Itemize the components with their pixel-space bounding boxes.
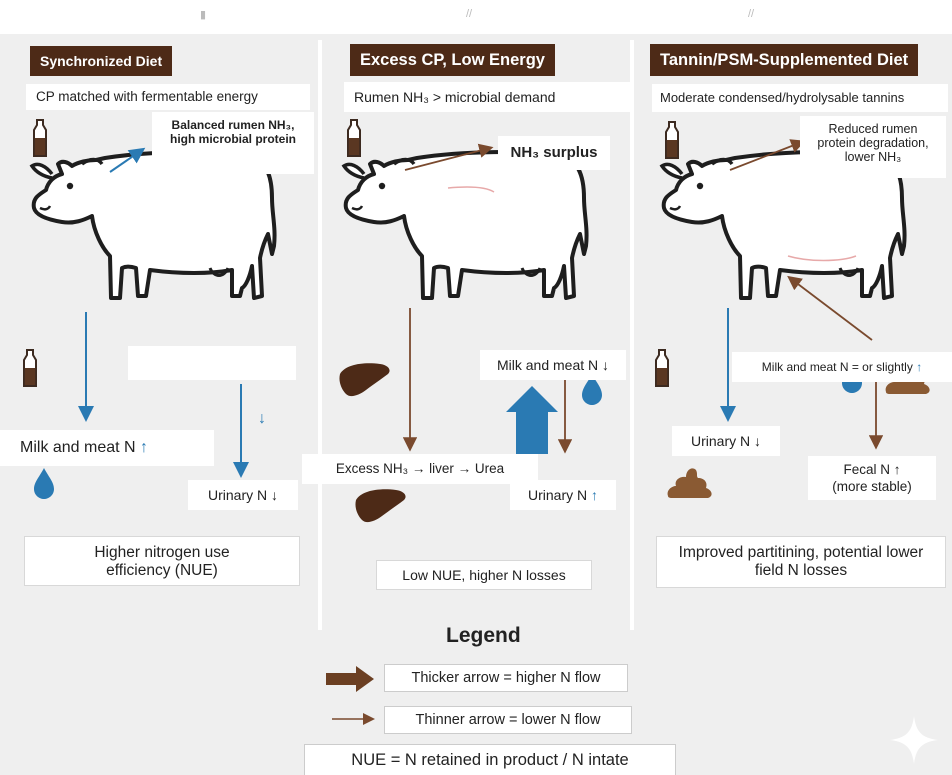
- urinary-label: Urinary N ↓: [188, 480, 298, 510]
- bottle-icon: [34, 120, 46, 156]
- liver-icon: [339, 363, 389, 396]
- glyph-mark: //: [466, 8, 476, 20]
- up-arrow-icon: ↑: [916, 360, 922, 374]
- cow-illustration: [344, 152, 587, 298]
- sparkle-icon: [890, 716, 938, 764]
- top-strip: ▮ // //: [0, 0, 952, 34]
- urinary-label: Urinary N ↑: [510, 480, 616, 510]
- down-arrow-icon: ↓: [258, 410, 266, 428]
- panel-title: Excess CP, Low Energy: [350, 44, 555, 76]
- legend-thick-label: Thicker arrow = higher N flow: [384, 664, 628, 692]
- bottle-icon: [348, 120, 360, 156]
- bottle-icon: [656, 350, 668, 386]
- blank-box: [128, 346, 296, 380]
- milk-meat-text: Milk and meat N = or slightly: [762, 360, 913, 374]
- liver-urea-label: Excess NH₃ → liver → Urea: [302, 454, 538, 484]
- legend-thin-label: Thinner arrow = lower N flow: [384, 706, 632, 734]
- bottle-icon: [24, 350, 36, 386]
- urinary-text: Urinary N: [528, 487, 587, 503]
- milk-meat-label: Milk and meat N ↑: [0, 430, 214, 466]
- glyph-mark: //: [748, 8, 758, 20]
- summary-box: Improved partitining, potential lower fi…: [656, 536, 946, 588]
- panel-title: Synchronized Diet: [30, 46, 172, 76]
- liver-icon: [355, 489, 405, 522]
- thick-arrow-sample: [326, 666, 374, 692]
- water-drop-icon: [34, 468, 54, 499]
- up-arrow-icon: ↑: [591, 487, 598, 503]
- panel-divider: [318, 40, 322, 630]
- milk-meat-label: Milk and meat N = or slightly ↑: [732, 352, 952, 382]
- nue-definition: NUE = N retained in product / N intate: [304, 744, 676, 775]
- summary-box: Low NUE, higher N losses: [376, 560, 592, 590]
- nh3-surplus-label: NH₃ surplus: [498, 136, 610, 170]
- manure-icon: [668, 468, 712, 498]
- panel-subtitle: Moderate condensed/hydrolysable tannins: [652, 84, 948, 112]
- legend-title: Legend: [446, 624, 521, 648]
- summary-box: Higher nitrogen use efficiency (NUE): [24, 536, 300, 586]
- rumen-annotation: Reduced rumen protein degradation, lower…: [800, 116, 946, 178]
- panel-subtitle: Rumen NH₃ > microbial demand: [344, 82, 630, 112]
- bottle-icon: ▮: [200, 8, 210, 20]
- milk-meat-label: Milk and meat N ↓: [480, 350, 626, 380]
- rumen-annotation: Balanced rumen NH₃, high microbial prote…: [152, 112, 314, 174]
- fecal-label: Fecal N ↑ (more stable): [808, 456, 936, 500]
- panel-title: Tannin/PSM-Supplemented Diet: [650, 44, 918, 76]
- milk-meat-text: Milk and meat N: [20, 439, 136, 456]
- up-arrow-icon: ↑: [140, 439, 148, 456]
- panel-divider: [630, 40, 634, 630]
- panel-subtitle: CP matched with fermentable energy: [26, 84, 310, 110]
- urinary-label: Urinary N ↓: [672, 426, 780, 456]
- bottle-icon: [666, 122, 678, 158]
